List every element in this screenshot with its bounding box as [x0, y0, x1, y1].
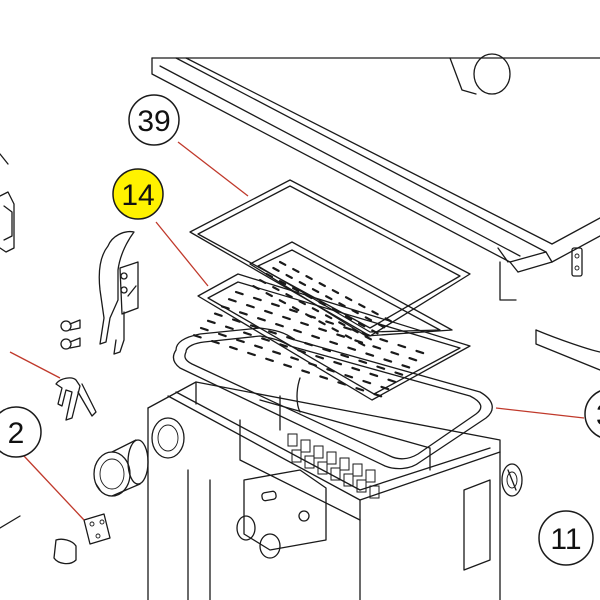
callout-3: 3: [584, 390, 600, 438]
screws: [60, 319, 81, 350]
spring-pin: [55, 377, 97, 421]
callout-2: 2: [0, 406, 42, 458]
housing-lid: [151, 53, 600, 371]
left-edge-bracket: [0, 153, 77, 565]
gasket-plate-small: [83, 513, 111, 545]
callout-label-39: 39: [137, 105, 170, 138]
leader-2: [23, 455, 85, 521]
callout-11: 11: [538, 510, 594, 566]
callout-circle-11: [538, 510, 594, 566]
burner-box: [147, 377, 523, 600]
callout-label-14: 14: [121, 179, 154, 212]
callout-39: 39: [128, 94, 180, 146]
pipe-coupling-2: [93, 439, 149, 497]
leader-14: [155, 221, 209, 287]
callout-14: 14: [112, 168, 164, 220]
callout-circle-3: [584, 390, 600, 438]
callout-circle-2: [0, 406, 42, 458]
leader-39: [177, 141, 249, 197]
leader-lines: [9, 141, 585, 521]
callout-label-11: 11: [550, 523, 581, 556]
callout-label-2: 2: [8, 417, 25, 450]
callout-label-3: 3: [596, 399, 600, 432]
callout-circle-39: [128, 94, 180, 146]
leader-3: [495, 407, 585, 419]
callout-circle-14: [112, 168, 164, 220]
gasket-rounded: [172, 327, 493, 470]
latch-clip: [98, 230, 139, 355]
leader-2b: [9, 351, 61, 379]
perforated-plate-14: [192, 273, 471, 401]
